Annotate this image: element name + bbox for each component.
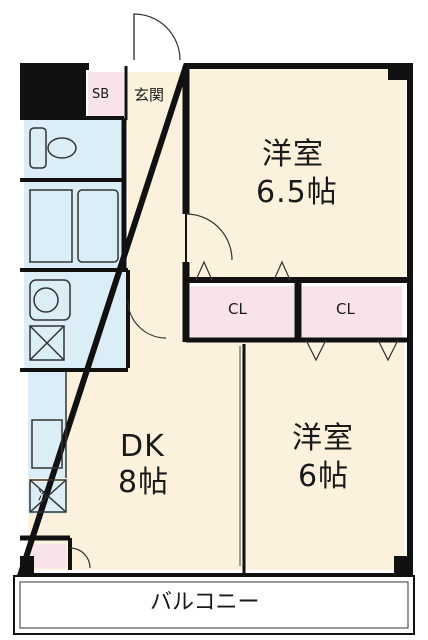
floor-western-room-1 [186, 68, 406, 280]
western-room-1-size: 6.5帖 [256, 175, 338, 210]
shoe-box-label: SB [92, 87, 110, 102]
closet-2 [302, 286, 402, 338]
western-room-2-size: 6帖 [298, 459, 350, 494]
floor-western-room-2 [244, 338, 404, 570]
closet-2-label: CL [336, 300, 355, 318]
small-storage [28, 544, 66, 568]
balcony [13, 575, 415, 635]
closet-1-label: CL [228, 300, 247, 318]
bath-room [24, 182, 124, 268]
doors [69, 13, 399, 569]
western-room-2-name: 洋室 [292, 421, 354, 456]
kitchen-counter [28, 372, 66, 478]
western-room-1-name: 洋室 [262, 137, 324, 172]
dk-size: 8帖 [118, 465, 170, 500]
dk-name: DK [120, 429, 165, 464]
entrance-label: 玄関 [134, 86, 165, 104]
fridge-label: 冷 [38, 489, 52, 504]
closet-1 [190, 286, 294, 338]
fixtures [29, 127, 119, 513]
shoe-box [88, 72, 124, 118]
floor-dk-upper [128, 268, 186, 340]
walls [15, 63, 413, 579]
balcony-label: バルコニー [150, 590, 260, 615]
